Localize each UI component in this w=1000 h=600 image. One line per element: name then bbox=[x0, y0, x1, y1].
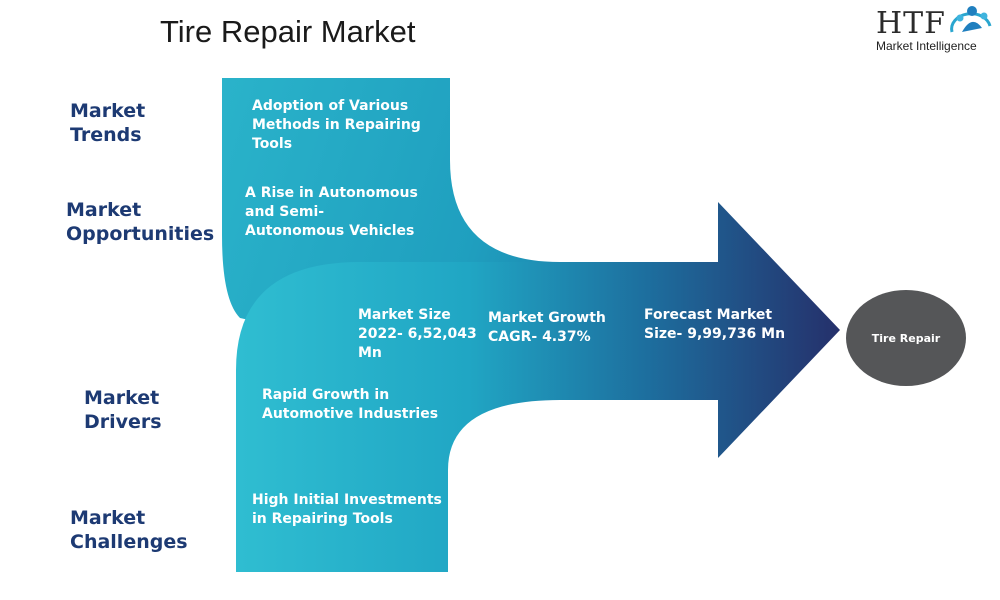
opportunities-text: A Rise in Autonomous and Semi- Autonomou… bbox=[245, 185, 418, 239]
label-market-trends: Market Trends bbox=[70, 100, 146, 146]
challenges-text: High Initial Investments in Repairing To… bbox=[252, 492, 442, 527]
label-market-opportunities: Market Opportunities bbox=[66, 199, 215, 245]
label-market-drivers: Market Drivers bbox=[84, 387, 162, 433]
label-market-challenges: Market Challenges bbox=[70, 507, 188, 553]
main-arrow bbox=[236, 202, 840, 572]
drivers-text: Rapid Growth in Automotive Industries bbox=[262, 387, 439, 422]
logo-text: HTF bbox=[876, 6, 946, 41]
logo-subtitle: Market Intelligence bbox=[876, 39, 977, 53]
market-size-text: Market Size 2022- 6,52,043 Mn bbox=[358, 307, 477, 361]
tire-repair-circle: Tire Repair bbox=[846, 290, 966, 386]
trends-text: Adoption of Various Methods in Repairing… bbox=[252, 98, 421, 152]
forecast-text: Forecast Market Size- 9,99,736 Mn bbox=[644, 307, 786, 342]
page-title: Tire Repair Market bbox=[160, 14, 416, 49]
people-circle-icon bbox=[950, 6, 992, 33]
market-growth-text: Market Growth CAGR- 4.37% bbox=[488, 310, 606, 345]
htf-logo: HTF Market Intelligence bbox=[874, 2, 998, 58]
